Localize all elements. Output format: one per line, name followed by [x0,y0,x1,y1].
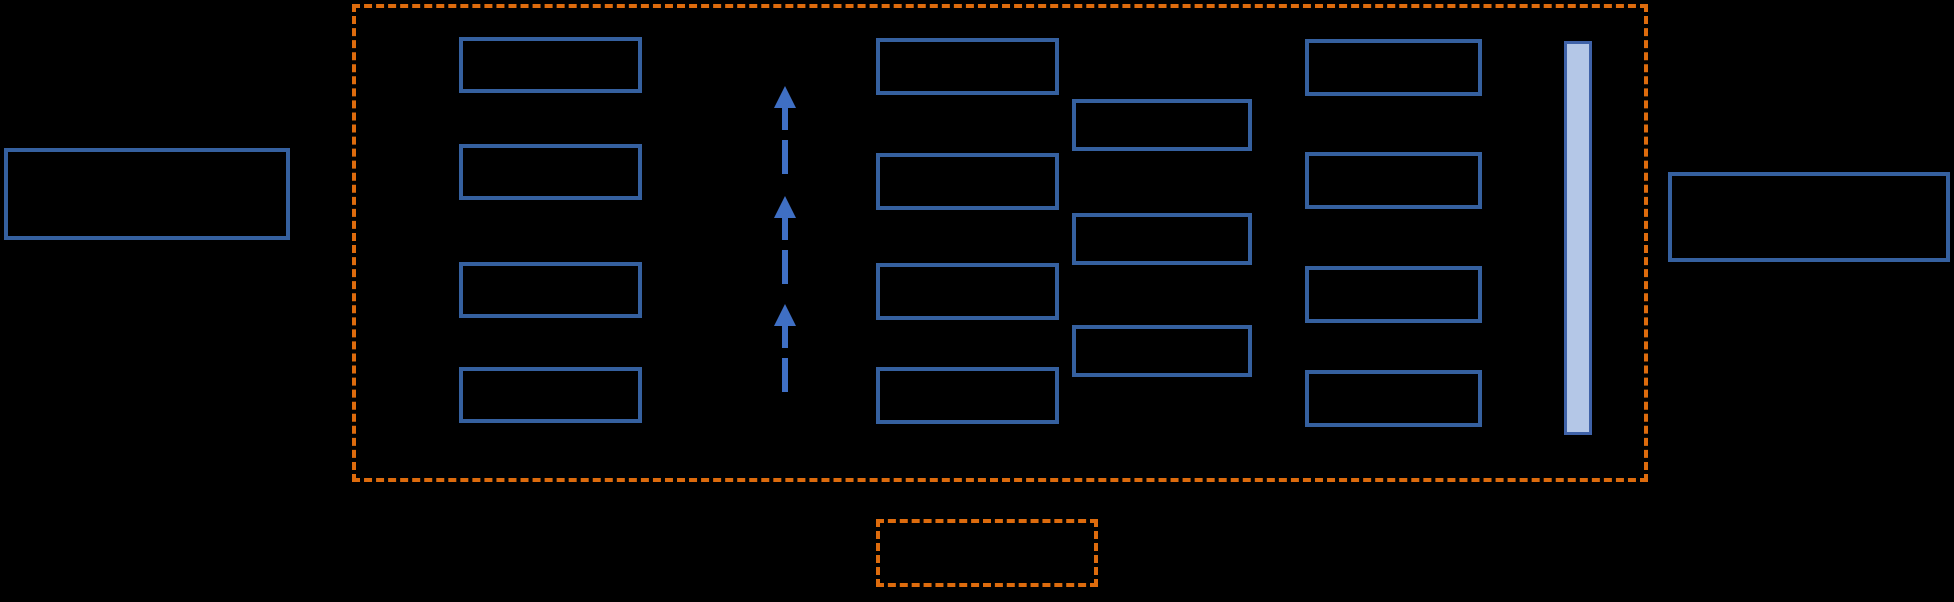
column-b-box-2[interactable] [876,153,1059,210]
left-outer-box[interactable] [4,148,290,240]
column-b-box-4[interactable] [876,367,1059,424]
column-a-box-2[interactable] [459,144,642,200]
column-d-box-4[interactable] [1305,370,1482,427]
up-arrow-2 [772,196,798,284]
column-c-box-1[interactable] [1072,99,1252,151]
up-arrow-1 [772,86,798,174]
up-arrow-3 [772,304,798,392]
column-d-box-1[interactable] [1305,39,1482,96]
column-a-box-1[interactable] [459,37,642,93]
main-dashed-region[interactable] [352,4,1648,482]
column-a-box-3[interactable] [459,262,642,318]
column-b-box-3[interactable] [876,263,1059,320]
column-a-box-4[interactable] [459,367,642,423]
right-outer-box[interactable] [1668,172,1950,262]
column-c-box-2[interactable] [1072,213,1252,265]
column-d-box-3[interactable] [1305,266,1482,323]
column-c-box-3[interactable] [1072,325,1252,377]
column-b-box-1[interactable] [876,38,1059,95]
column-d-box-2[interactable] [1305,152,1482,209]
bottom-dashed-box[interactable] [876,519,1098,587]
vertical-progress-bar[interactable] [1564,41,1592,435]
